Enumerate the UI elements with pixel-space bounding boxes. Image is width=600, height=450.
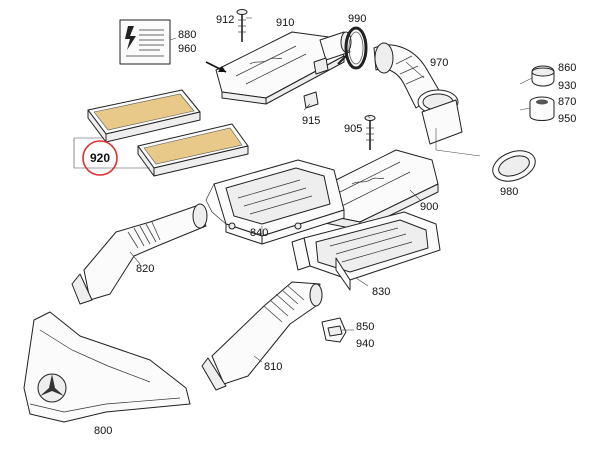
highlight-ring (82, 140, 118, 176)
intake-hose-820 (71, 203, 208, 305)
filter-media (93, 93, 195, 131)
callout-labels: 912 910 990 880 960 970 860 930 870 950 … (90, 13, 576, 437)
clip-860 (531, 65, 555, 87)
callout-900[interactable]: 900 (420, 201, 438, 213)
callout-970[interactable]: 970 (430, 57, 448, 69)
callout-820[interactable]: 820 (136, 263, 154, 275)
bolt-912 (236, 9, 248, 42)
callout-810[interactable]: 810 (264, 361, 282, 373)
callout-940[interactable]: 940 (356, 338, 374, 350)
callout-910[interactable]: 910 (276, 17, 294, 29)
callout-912[interactable]: 912 (216, 14, 234, 26)
warning-label-part (119, 19, 171, 65)
seal-980 (435, 128, 536, 182)
callout-850[interactable]: 850 (356, 321, 374, 333)
callout-920[interactable]: 920 (90, 151, 110, 165)
callout-905[interactable]: 905 (344, 123, 362, 135)
callout-870[interactable]: 870 (558, 96, 576, 108)
airbox-cover-upper (215, 31, 352, 109)
callout-960[interactable]: 960 (178, 43, 196, 55)
engine-cover-800 (23, 311, 191, 423)
airbox-housing-840 (205, 159, 345, 245)
callout-880[interactable]: 880 (178, 29, 196, 41)
air-filter-elements (73, 89, 249, 177)
bolt-905 (364, 115, 376, 150)
intake-hose-810 (201, 281, 323, 391)
leader-lines (129, 17, 533, 363)
callout-915[interactable]: 915 (302, 115, 320, 127)
callout-860[interactable]: 860 (558, 62, 576, 74)
grommet-870 (529, 96, 555, 121)
clip-850 (321, 317, 347, 343)
callout-800[interactable]: 800 (94, 425, 112, 437)
callout-990[interactable]: 990 (348, 13, 366, 25)
lightning-icon (125, 26, 136, 50)
hose-clamp-990 (337, 26, 368, 70)
callout-830[interactable]: 830 (372, 286, 390, 298)
callout-930[interactable]: 930 (558, 80, 576, 92)
callout-950[interactable]: 950 (558, 113, 576, 125)
callout-840[interactable]: 840 (250, 227, 268, 239)
airbox-housing-830 (291, 211, 441, 291)
intake-duct-970 (373, 42, 463, 145)
callout-980[interactable]: 980 (500, 186, 518, 198)
